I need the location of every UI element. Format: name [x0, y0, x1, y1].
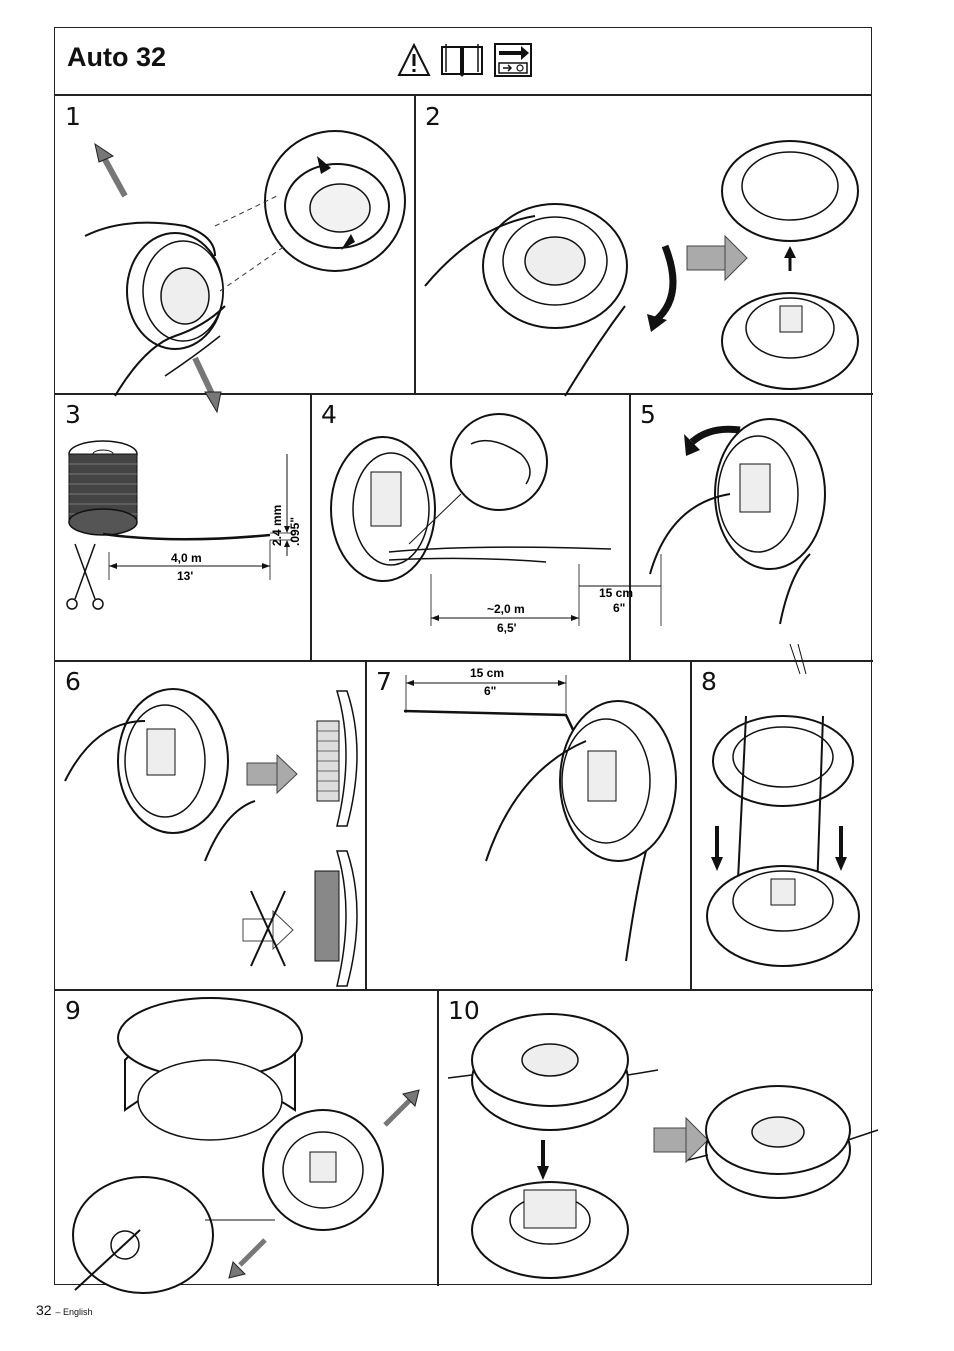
length-m-label: ~2,0 m — [487, 602, 525, 616]
divider — [414, 96, 416, 394]
length-ft-label: 13' — [177, 569, 193, 583]
end-cm-label: 15 cm — [599, 586, 633, 600]
page-number: 32 — [36, 1302, 52, 1318]
step-3-illustration: 2.4 mm .095" 4,0 m 13' — [66, 440, 302, 610]
step-number: 6 — [65, 667, 81, 696]
step-7-panel: 7 15 cm 6" — [366, 661, 690, 989]
title-icons — [397, 42, 533, 78]
arrow-reference-icon — [494, 43, 532, 77]
step-4-panel: 4 15 cm 6" ~2,0 m 6,5' — [311, 394, 662, 660]
step-number: 4 — [321, 400, 337, 429]
step-3-panel: 3 2.4 mm .095" — [55, 394, 310, 660]
step-number: 2 — [425, 102, 441, 131]
length-cm-label: 15 cm — [470, 666, 504, 680]
step-10-panel: 10 — [438, 990, 879, 1286]
step-number: 7 — [376, 667, 392, 696]
divider — [690, 660, 692, 990]
step-1-illustration — [84, 130, 406, 414]
step-8-panel: 8 — [691, 661, 873, 989]
divider — [629, 393, 631, 661]
scissors-icon — [66, 543, 104, 610]
step-2-illustration — [424, 140, 859, 397]
step-1-panel: 1 — [55, 96, 414, 414]
step-10-illustration — [447, 1013, 879, 1279]
step-5-illustration — [649, 418, 826, 675]
divider — [55, 660, 873, 662]
step-number: 1 — [65, 102, 81, 131]
step-6-illustration — [64, 688, 358, 987]
step-5-panel: 5 — [630, 394, 873, 675]
divider — [55, 989, 873, 991]
step-number: 5 — [640, 400, 656, 429]
step-9-panel: 9 — [55, 990, 437, 1294]
divider — [437, 989, 439, 1286]
divider — [365, 660, 367, 990]
thickness-mm-label: 2.4 mm — [270, 505, 284, 546]
step-8-illustration — [706, 715, 860, 967]
step-7-illustration: 15 cm 6" — [403, 666, 677, 962]
step-number: 9 — [65, 996, 81, 1025]
page-title: Auto 32 — [67, 42, 167, 72]
step-number: 8 — [701, 667, 717, 696]
warning-triangle-icon — [397, 42, 431, 76]
step-4-illustration: 15 cm 6" ~2,0 m 6,5' — [330, 413, 662, 635]
step-number: 10 — [448, 996, 480, 1025]
title-bar: Auto 32 — [55, 28, 871, 96]
divider — [310, 393, 312, 661]
thickness-in-label: .095" — [288, 517, 302, 546]
step-2-panel: 2 — [415, 96, 873, 397]
end-in-label: 6" — [613, 601, 625, 615]
page-footer: 32 – English — [36, 1302, 93, 1318]
step-6-panel: 6 — [55, 661, 365, 989]
step-number: 3 — [65, 400, 81, 429]
step-9-illustration — [72, 997, 420, 1294]
divider — [55, 393, 873, 395]
instruction-frame: Auto 32 — [54, 27, 879, 1294]
length-in-label: 6" — [484, 684, 496, 698]
length-m-label: 4,0 m — [171, 551, 202, 565]
manual-book-icon — [441, 44, 483, 77]
length-ft-label: 6,5' — [497, 621, 517, 635]
language-label: – English — [55, 1307, 93, 1317]
